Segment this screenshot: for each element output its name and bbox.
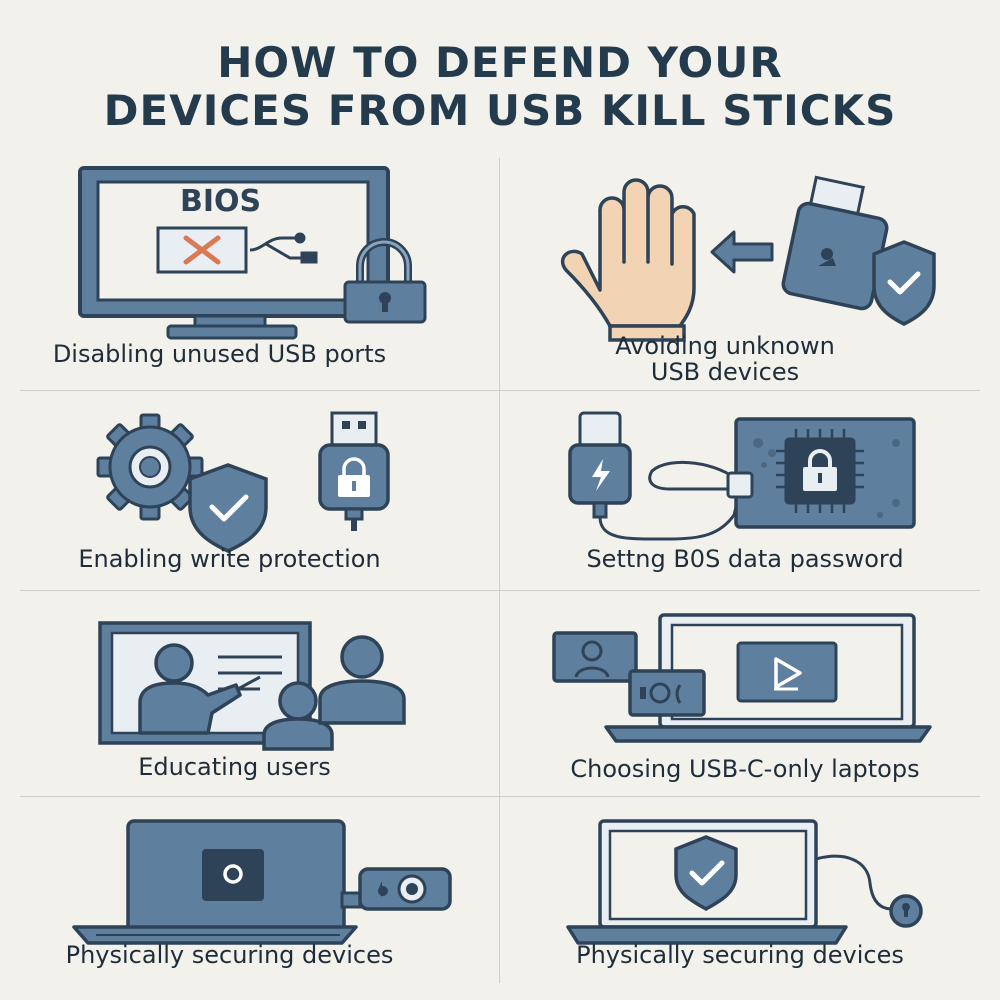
padlock-icon [343,238,427,324]
arrow-left-icon [710,230,774,274]
shield-check-icon [188,463,268,553]
cell-avoid-unknown-usb: Avoiding unknown USB devices [500,158,1000,390]
usb-cable-icon [249,232,318,264]
usb-stick-icon [781,175,889,311]
motherboard-lock-icon [726,417,916,529]
port-lock-icon [340,891,362,909]
cross-icon [183,235,221,265]
caption-bios-password: Settng B0S data password [586,545,904,573]
cable-lock-icon [815,854,923,928]
usb-c-plug-icon [568,411,632,519]
title-line-1: HOW TO DEFEND YOUR [217,38,783,87]
caption-avoid-unknown-line2: USB devices [650,358,800,386]
audience-icon [262,635,406,751]
laptop-icon [72,819,358,945]
hand-stop-icon [560,178,696,342]
caption-physical-secure-right: Physically securing devices [576,941,904,969]
caption-physical-secure-left: Physically securing devices [65,941,394,969]
camera-icon [358,867,452,911]
cell-disable-usb-ports: BIOS Disabling unused USB ports [0,158,499,390]
monitor-icon [78,166,427,340]
gear-icon [96,413,204,521]
bios-label: BIOS [180,184,262,219]
cable-icon [598,460,740,541]
cell-educating-users: Educating users [0,591,499,796]
camera-icon [628,669,706,717]
play-icon [736,641,838,703]
shield-check-icon [872,240,936,326]
title-line-2: DEVICES FROM USB KILL STICKS [103,86,897,135]
presenter-icon [138,643,261,735]
cell-bios-password: Settng B0S data password [500,391,1000,590]
caption-educating-users: Educating users [138,753,331,781]
usb-lock-icon [318,411,390,531]
caption-disable-usb-ports: Disabling unused USB ports [52,340,387,368]
caption-write-protection: Enabling write protection [78,545,381,573]
cell-usb-c-laptops: Choosing USB-C-only laptops [500,591,1000,796]
cell-physical-secure-left: Physically securing devices [0,797,499,1000]
cell-physical-secure-right: Physically securing devices [500,797,1000,1000]
cell-write-protection: Enabling write protection [0,391,499,590]
caption-avoid-unknown-line1: Avoiding unknown [615,332,835,360]
shield-check-icon [674,835,738,912]
caption-usb-c-laptops: Choosing USB-C-only laptops [570,755,920,783]
video-call-icon [552,631,638,683]
